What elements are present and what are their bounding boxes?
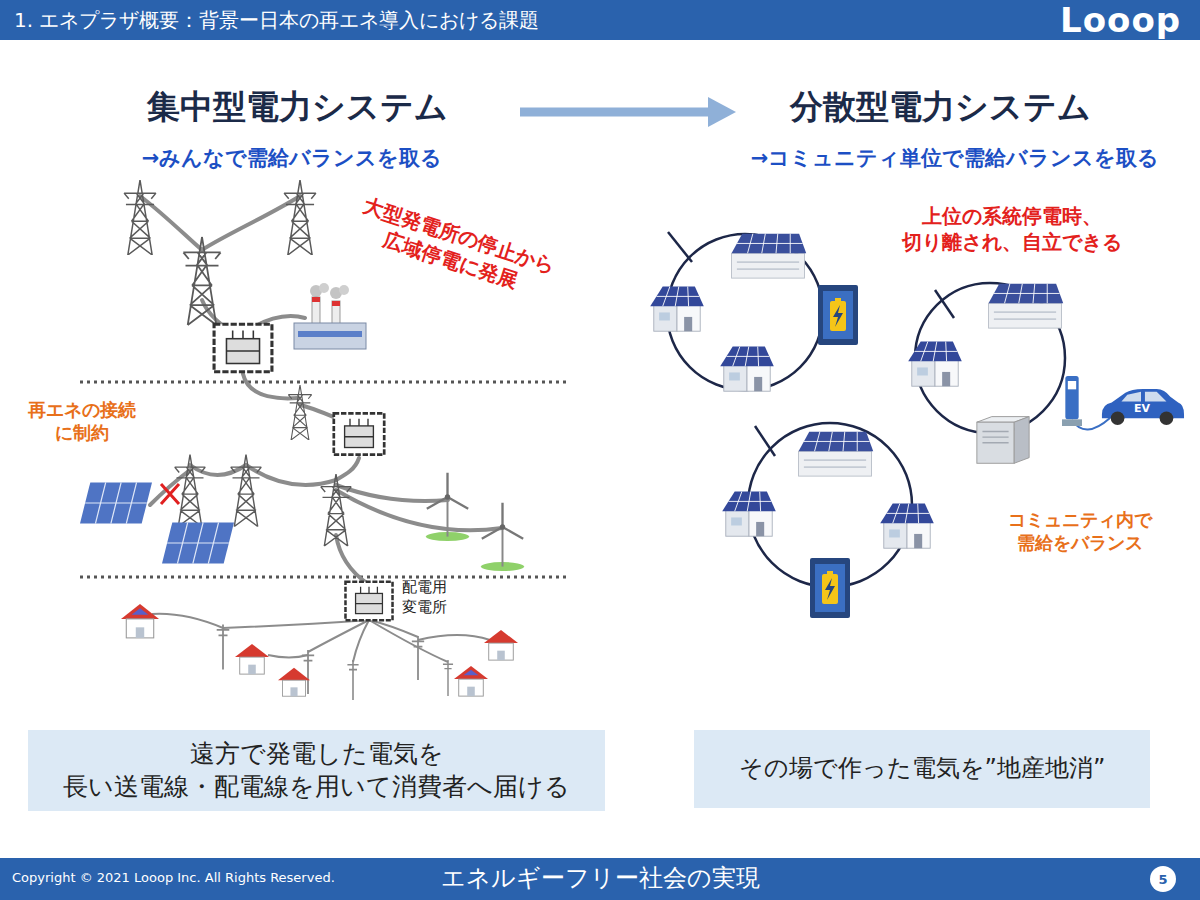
- solar-building: [732, 234, 807, 278]
- house: [454, 666, 488, 696]
- logo: Looop: [1060, 3, 1181, 37]
- benefit-note: コミュニティ内で 需給をバランス: [995, 508, 1165, 555]
- summary-box: その場で作った電気を”地産地消”: [694, 730, 1150, 808]
- page-number-circle: 5: [1150, 866, 1176, 892]
- transmission-tower: [321, 474, 352, 546]
- section-subheading: →コミュニティ単位で需給バランスを取る: [735, 145, 1175, 172]
- solar-house: [908, 342, 962, 387]
- battery: [818, 285, 858, 345]
- electric-car: [1102, 389, 1184, 425]
- car-badge: EV: [1134, 403, 1150, 415]
- utility-pole: [412, 636, 424, 680]
- section-heading: 分散型電力システム: [740, 86, 1140, 129]
- house: [121, 604, 159, 638]
- summary-box: 遠方で発電した電気を 長い送電線・配電線を用いて消費者へ届ける: [28, 730, 605, 811]
- section-heading: 集中型電力システム: [97, 86, 497, 129]
- substation: [345, 582, 392, 621]
- ev-charger: [1062, 376, 1082, 426]
- transmission-tower: [284, 180, 316, 255]
- substation: [334, 413, 384, 454]
- benefit-note: 上位の系統停電時、 切り離され、自立できる: [887, 203, 1137, 255]
- page-number: 5: [1158, 873, 1167, 886]
- transmission-tower: [124, 180, 156, 255]
- house: [235, 644, 269, 674]
- blocked-mark: [161, 484, 179, 504]
- utility-pole: [443, 660, 453, 696]
- solar-panel: [80, 482, 152, 523]
- footer-band: Copyright © 2021 Looop Inc. All Rights R…: [0, 858, 1200, 900]
- warning-note: 大型発電所の停止から 広域停電に発展: [338, 188, 573, 309]
- solar-panel: [162, 522, 234, 563]
- battery: [810, 558, 850, 618]
- power-plant: [294, 283, 366, 349]
- utility-pole: [217, 625, 230, 670]
- wind-turbine: [426, 473, 469, 541]
- solar-building: [799, 432, 874, 476]
- copyright-note: Copyright © 2021 Looop Inc. All Rights R…: [12, 870, 335, 887]
- heading-arrow: [520, 97, 736, 127]
- part-name: 配電用 変電所: [402, 578, 472, 617]
- transmission-tower: [175, 455, 206, 527]
- solar-house: [880, 504, 934, 549]
- section-subheading: →みんなで需給バランスを取る: [92, 145, 492, 172]
- transmission-tower: [231, 455, 262, 527]
- summary-text: その場で作った電気を”地産地消”: [712, 753, 1132, 784]
- constraint-note: 再エネの接続 に制約: [22, 398, 142, 445]
- house: [278, 668, 310, 696]
- transmission-tower: [288, 385, 311, 440]
- generator: [977, 417, 1029, 464]
- header-bar: [0, 0, 1200, 40]
- slogan: エネルギーフリー社会の実現: [441, 863, 760, 894]
- summary-text: 遠方で発電した電気を 長い送電線・配電線を用いて消費者へ届ける: [46, 738, 587, 803]
- voltage-divider: [80, 382, 570, 577]
- substation: [214, 324, 272, 372]
- utility-pole: [347, 660, 358, 700]
- solar-house: [722, 492, 776, 537]
- transmission-tower: [183, 237, 220, 325]
- solar-house: [720, 347, 774, 392]
- house: [484, 630, 518, 660]
- wind-turbine: [481, 503, 524, 571]
- solar-building: [989, 284, 1064, 328]
- slide-title: 1. エネプラザ概要：背景ー日本の再エネ導入における課題: [14, 7, 539, 33]
- distribution-wires: [152, 614, 490, 662]
- solar-house: [650, 287, 704, 332]
